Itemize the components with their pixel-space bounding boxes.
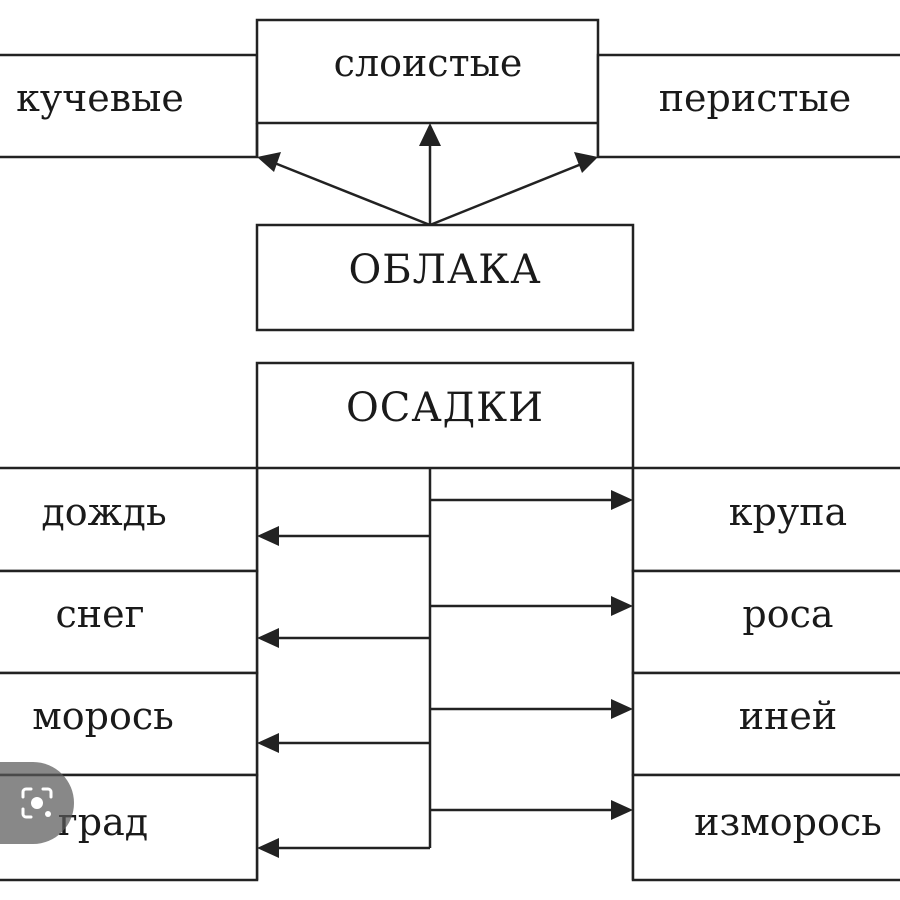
camera-search-icon bbox=[21, 787, 53, 819]
arrowhead-dew bbox=[611, 596, 633, 616]
cirrus-label: перистые bbox=[659, 76, 852, 120]
right-label-rime: изморось bbox=[694, 800, 882, 844]
clouds-title: ОБЛАКА bbox=[348, 247, 541, 293]
cumulus-label: кучевые bbox=[16, 76, 184, 120]
arrowhead-frost bbox=[611, 699, 633, 719]
arrowhead-cirrus bbox=[574, 152, 598, 173]
arrowhead-rain bbox=[257, 526, 279, 546]
right-label-graupel: крупа bbox=[729, 490, 847, 534]
left-label-drizzle: морось bbox=[32, 694, 174, 738]
arrowhead-graupel bbox=[611, 490, 633, 510]
arrowhead-cumulus bbox=[257, 152, 281, 172]
left-label-snow: снег bbox=[55, 592, 144, 636]
arrow-to-cumulus bbox=[271, 160, 431, 227]
left-box-snow bbox=[0, 569, 259, 675]
arrowhead-snow bbox=[257, 628, 279, 648]
arrowhead-stratus bbox=[419, 123, 441, 146]
arrowhead-drizzle bbox=[257, 733, 279, 753]
right-box-frost bbox=[631, 671, 900, 777]
precipitation-box bbox=[255, 361, 635, 470]
right-box-rime bbox=[631, 773, 900, 882]
left-box-rain bbox=[0, 466, 259, 573]
precipitation-title: ОСАДКИ bbox=[346, 385, 544, 431]
cumulus-box bbox=[0, 53, 259, 159]
visual-search-button[interactable] bbox=[0, 762, 74, 844]
arrowhead-hail bbox=[257, 838, 279, 858]
clouds-box bbox=[255, 223, 635, 332]
arrowhead-rime bbox=[611, 800, 633, 820]
stratus-box bbox=[255, 18, 600, 125]
cirrus-box bbox=[596, 53, 900, 159]
right-box-graupel bbox=[631, 466, 900, 573]
left-label-rain: дождь bbox=[41, 490, 166, 534]
right-label-frost: иней bbox=[739, 694, 837, 738]
arrow-to-cirrus bbox=[429, 161, 585, 227]
stratus-label: слоистые bbox=[334, 41, 523, 85]
right-label-dew: роса bbox=[742, 592, 833, 636]
right-box-dew bbox=[631, 569, 900, 675]
